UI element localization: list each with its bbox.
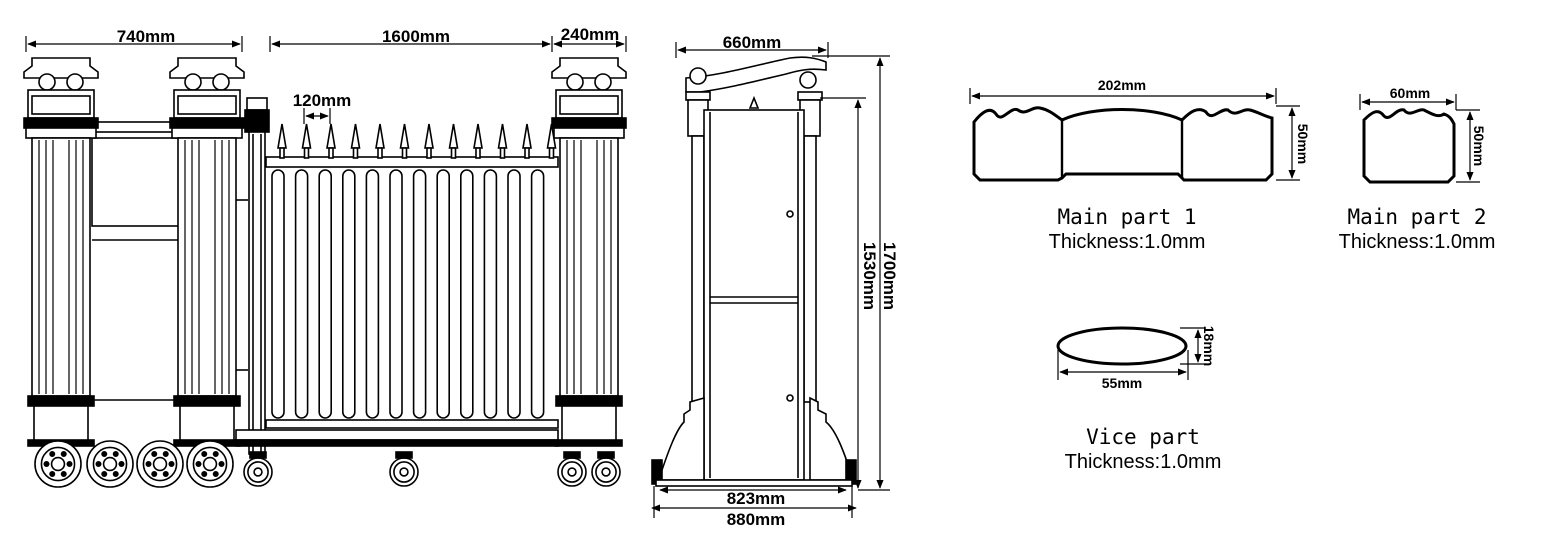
caption-main-part-2: Main part 2 Thickness:1.0mm bbox=[1312, 204, 1522, 254]
wheels bbox=[34, 440, 621, 488]
gate-bar bbox=[271, 169, 285, 419]
gate-bar bbox=[389, 169, 403, 419]
gate-spike bbox=[424, 123, 434, 149]
gate-bar bbox=[436, 169, 451, 419]
dim-profile-2-width: 60mm bbox=[1390, 85, 1430, 101]
wheel bbox=[136, 440, 184, 488]
gate-bar bbox=[341, 169, 356, 419]
wheel bbox=[186, 440, 234, 488]
gate-bar bbox=[365, 169, 380, 419]
profile-2-thickness: Thickness:1.0mm bbox=[1338, 231, 1496, 253]
gate-spike bbox=[350, 123, 361, 149]
caption-vice-part: Vice part Thickness:1.0mm bbox=[1038, 424, 1248, 474]
gate-spike bbox=[277, 123, 287, 149]
wheel bbox=[243, 451, 273, 487]
side-dimensions bbox=[651, 42, 890, 518]
dim-vice-width: 55mm bbox=[1102, 375, 1142, 391]
dim-head-pillar-width: 240mm bbox=[561, 25, 620, 44]
dim-inner-base-width: 823mm bbox=[727, 489, 786, 508]
profile-vice-part bbox=[1056, 326, 1188, 366]
dim-profile-2-height: 50mm bbox=[1471, 126, 1487, 166]
gate-bar bbox=[459, 169, 474, 419]
dim-spike-spacing: 120mm bbox=[293, 91, 352, 110]
gate-spike bbox=[448, 123, 459, 149]
profile-main-part-1 bbox=[972, 106, 1274, 182]
gate-spike bbox=[326, 123, 336, 149]
profile-2-name: Main part 2 bbox=[1347, 205, 1487, 229]
side-view bbox=[651, 56, 857, 487]
gate-bars bbox=[271, 123, 557, 419]
dim-total-height: 1700mm bbox=[880, 242, 899, 310]
dim-pillar-pair-width: 740mm bbox=[117, 27, 176, 46]
profile-2-dimensions bbox=[1359, 94, 1480, 183]
front-view bbox=[23, 57, 627, 488]
dim-outer-base-width: 880mm bbox=[727, 510, 786, 529]
gate-bar bbox=[530, 169, 545, 419]
wheel bbox=[34, 440, 82, 488]
gate-bar bbox=[294, 169, 309, 419]
front-dimensions bbox=[25, 36, 627, 124]
gate-bar bbox=[507, 169, 521, 419]
pillar-head bbox=[551, 57, 627, 447]
gate-bar bbox=[412, 169, 427, 419]
dim-body-height: 1530mm bbox=[860, 242, 879, 310]
profile-1-dimensions bbox=[969, 88, 1300, 181]
profile-main-part-2 bbox=[1362, 108, 1456, 184]
gate-bar bbox=[483, 169, 498, 419]
slim-post bbox=[244, 97, 270, 455]
gate-spike bbox=[522, 123, 532, 149]
dim-gate-span: 1600mm bbox=[382, 27, 450, 46]
wheel bbox=[591, 451, 621, 487]
pillar-1 bbox=[23, 57, 99, 447]
gate-bar bbox=[318, 169, 333, 419]
wheel bbox=[389, 451, 419, 487]
caption-main-part-1: Main part 1 Thickness:1.0mm bbox=[1022, 204, 1232, 254]
wheel bbox=[557, 451, 587, 487]
gate-rails bbox=[235, 156, 559, 447]
dim-profile-1-width: 202mm bbox=[1098, 77, 1146, 93]
gate-spike bbox=[399, 123, 410, 149]
gate-spike bbox=[301, 123, 312, 149]
vice-part-dimensions bbox=[1057, 327, 1206, 380]
profile-1-name: Main part 1 bbox=[1057, 205, 1197, 229]
gate-spike bbox=[497, 123, 508, 149]
wheel bbox=[86, 440, 134, 488]
dim-vice-height: 18mm bbox=[1201, 326, 1217, 366]
gate-spike bbox=[473, 123, 483, 149]
profile-1-thickness: Thickness:1.0mm bbox=[1048, 231, 1206, 253]
pillar-2 bbox=[169, 57, 245, 447]
vice-part-thickness: Thickness:1.0mm bbox=[1064, 451, 1222, 473]
dim-top-width: 660mm bbox=[723, 33, 782, 52]
vice-part-name: Vice part bbox=[1086, 425, 1200, 449]
gate-spike bbox=[375, 123, 385, 149]
dim-profile-1-height: 50mm bbox=[1295, 124, 1311, 164]
